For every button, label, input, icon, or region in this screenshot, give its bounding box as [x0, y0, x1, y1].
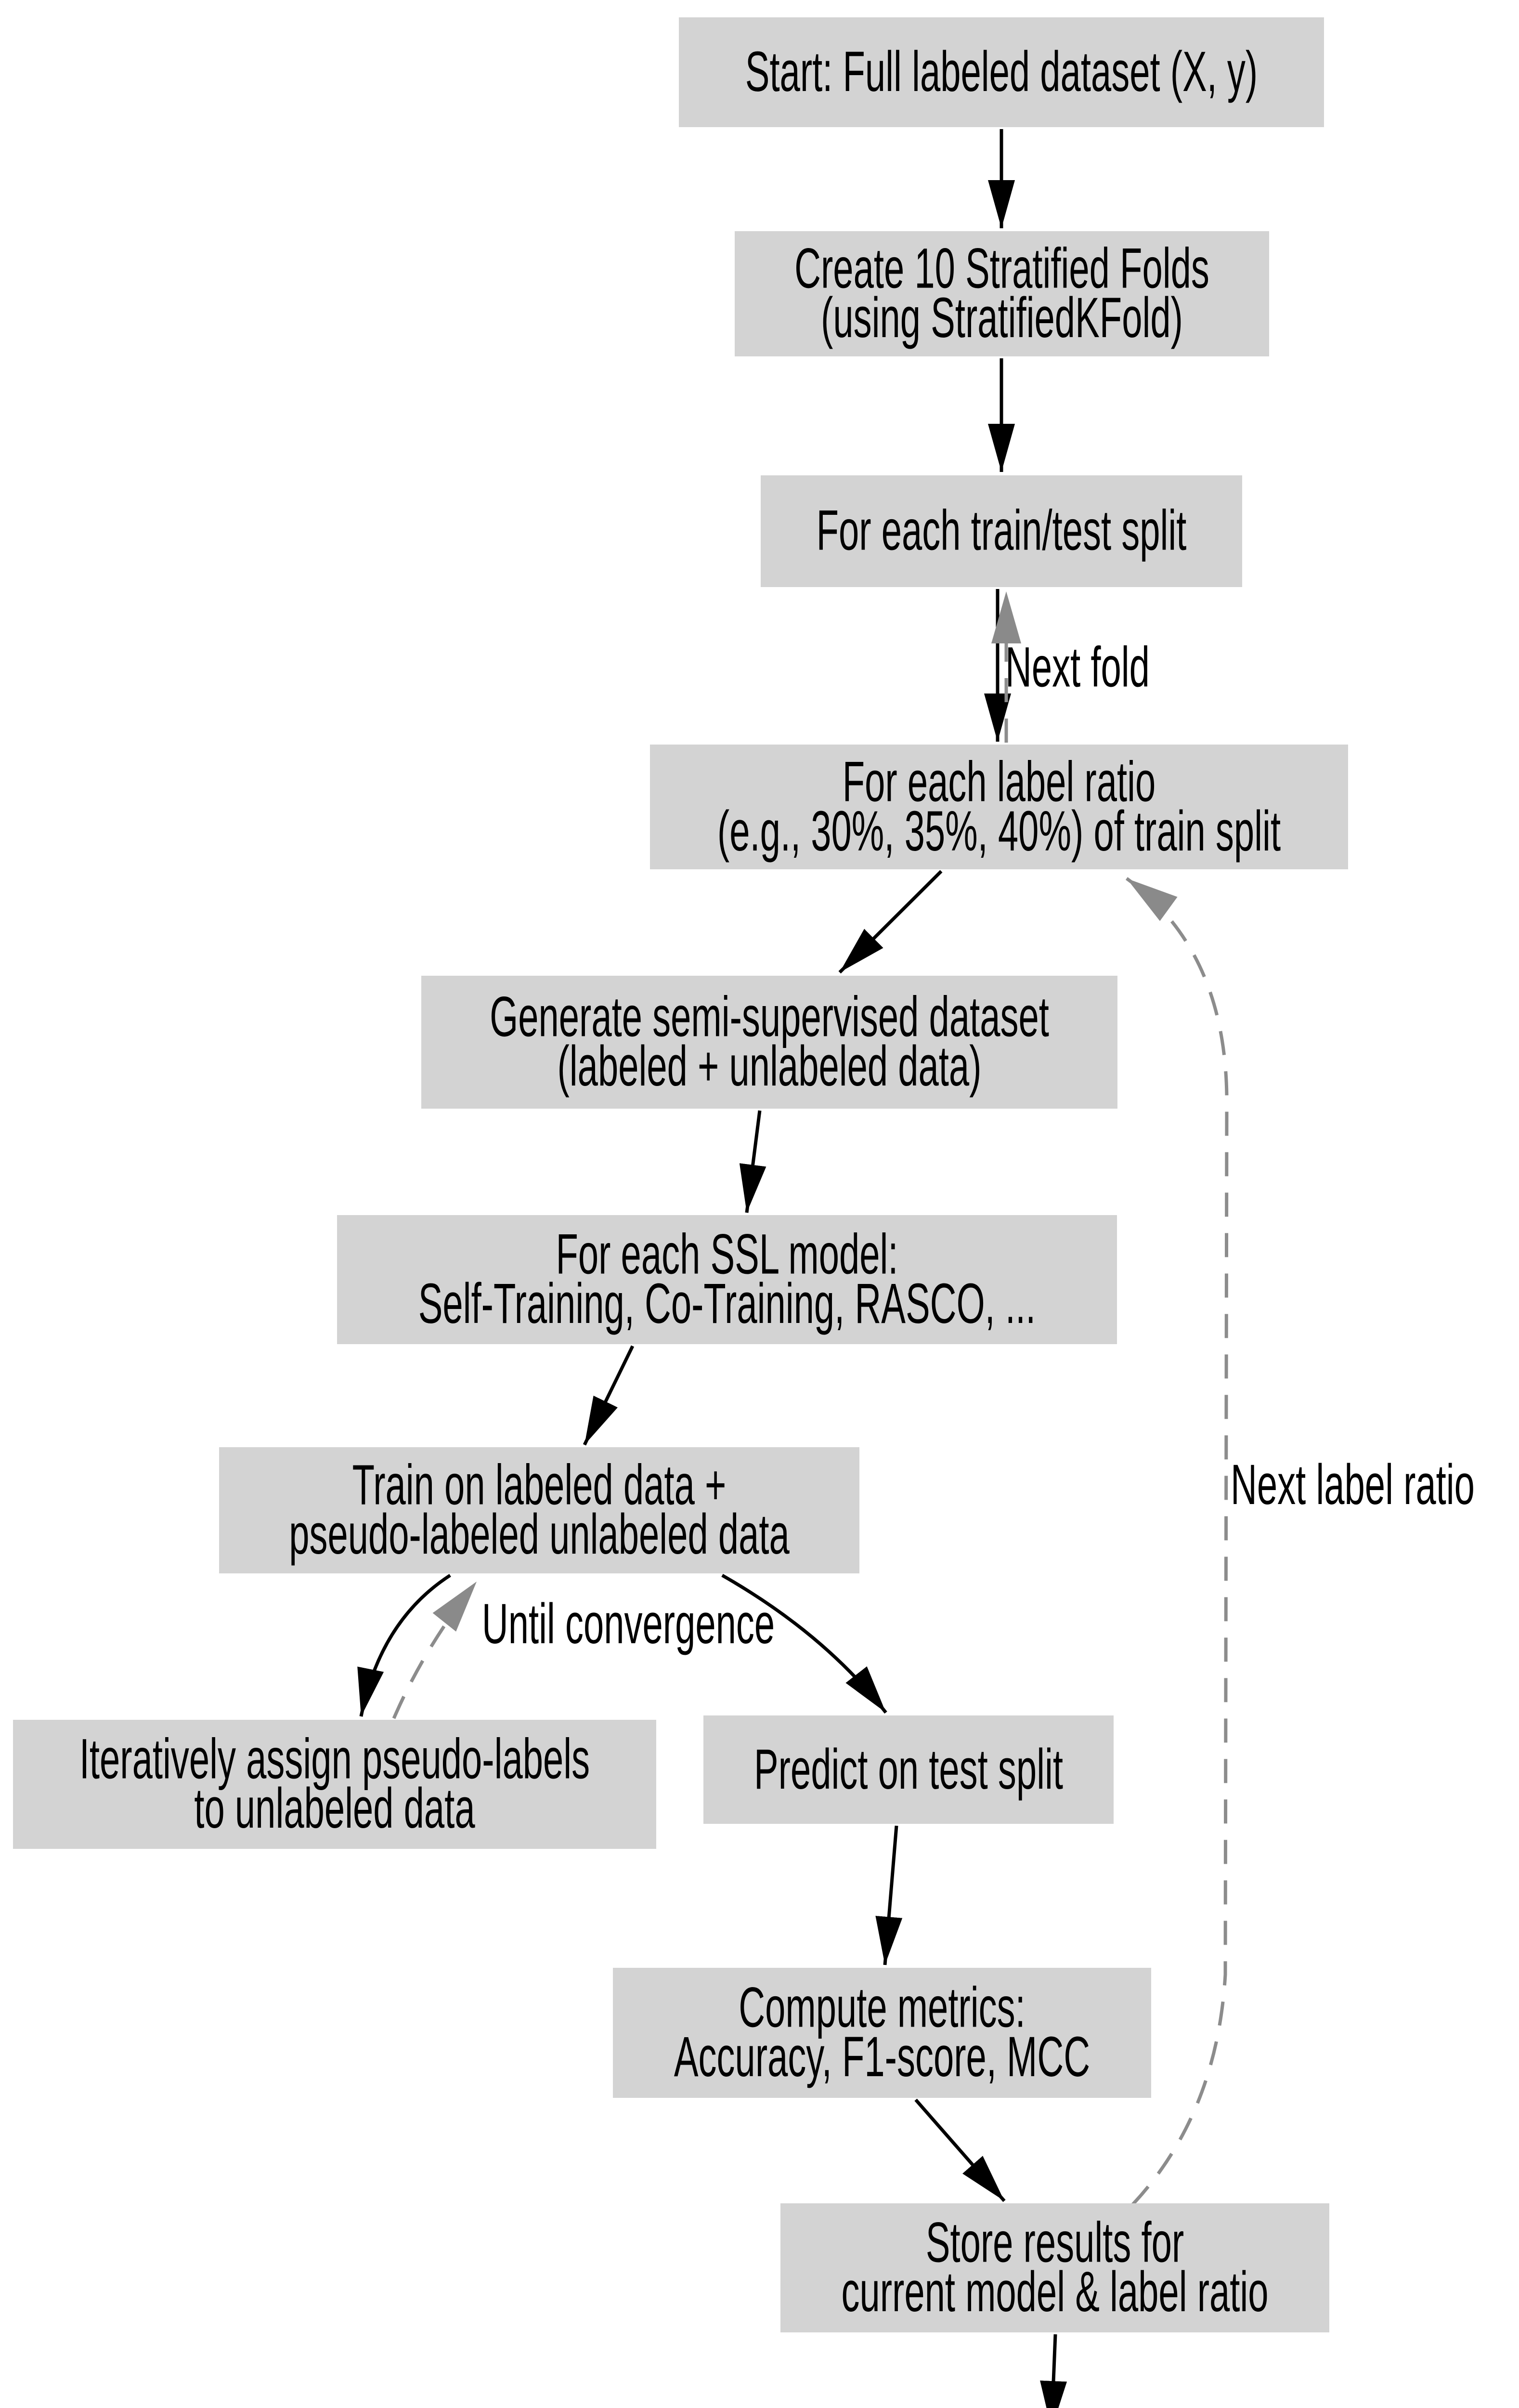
node-start-label: Start: Full labeled dataset (X, y): [745, 40, 1258, 104]
node-store-results-label: Store results for: [925, 2211, 1184, 2275]
node-train-model-label: Train on labeled data +: [352, 1453, 727, 1517]
edge-label-until-convergence: Until convergence: [481, 1592, 775, 1656]
node-create-folds-label: Create 10 Stratified Folds: [794, 237, 1209, 301]
node-create-folds: Create 10 Stratified Folds (using Strati…: [735, 231, 1269, 356]
node-metrics-label: Compute metrics:: [739, 1976, 1026, 2040]
node-metrics: Compute metrics: Accuracy, F1-score, MCC: [613, 1968, 1151, 2098]
node-generate-dataset: Generate semi-supervised dataset (labele…: [421, 976, 1117, 1109]
edge-generate-to-ssl: [739, 1110, 766, 1213]
edge-metrics-to-store: [914, 2098, 1006, 2202]
node-generate-dataset-label: Generate semi-supervised dataset: [490, 985, 1049, 1049]
node-predict: Predict on test split: [703, 1715, 1114, 1824]
edge-train-to-predict: [721, 1573, 887, 1714]
node-ssl-models-label: For each SSL model:: [556, 1223, 898, 1286]
edge-train-to-pseudo: [357, 1574, 451, 1717]
edge-label-next-label-ratio: Next label ratio: [1231, 1453, 1475, 1517]
node-predict-label: Predict on test split: [753, 1737, 1064, 1801]
node-store-results: Store results for current model & label …: [780, 2203, 1329, 2332]
node-train-test-split: For each train/test split: [761, 475, 1242, 587]
node-label-ratio: For each label ratio (e.g., 30%, 35%, 40…: [650, 745, 1348, 869]
node-pseudo-labels-label: Iteratively assign pseudo-labels: [79, 1727, 590, 1791]
edge-ratio-to-generate: [838, 870, 943, 974]
edge-predict-to-metrics: [875, 1825, 903, 1965]
node-label-ratio-label: For each label ratio: [842, 750, 1156, 814]
node-train-model: Train on labeled data + pseudo-labeled u…: [219, 1447, 859, 1573]
node-pseudo-labels: Iteratively assign pseudo-labels to unla…: [13, 1720, 656, 1849]
node-start: Start: Full labeled dataset (X, y): [679, 17, 1324, 127]
edge-ssl-to-train: [583, 1345, 635, 1446]
edge-next-label-ratio-return: [1125, 877, 1229, 2206]
edge-store-to-aggregate: [1040, 2334, 1067, 2408]
edge-label-next-fold: Next fold: [1005, 636, 1150, 700]
node-train-test-split-label: For each train/test split: [816, 499, 1187, 563]
edge-until-convergence-return: [392, 1580, 478, 1719]
node-ssl-models: For each SSL model: Self-Training, Co-Tr…: [337, 1215, 1117, 1344]
